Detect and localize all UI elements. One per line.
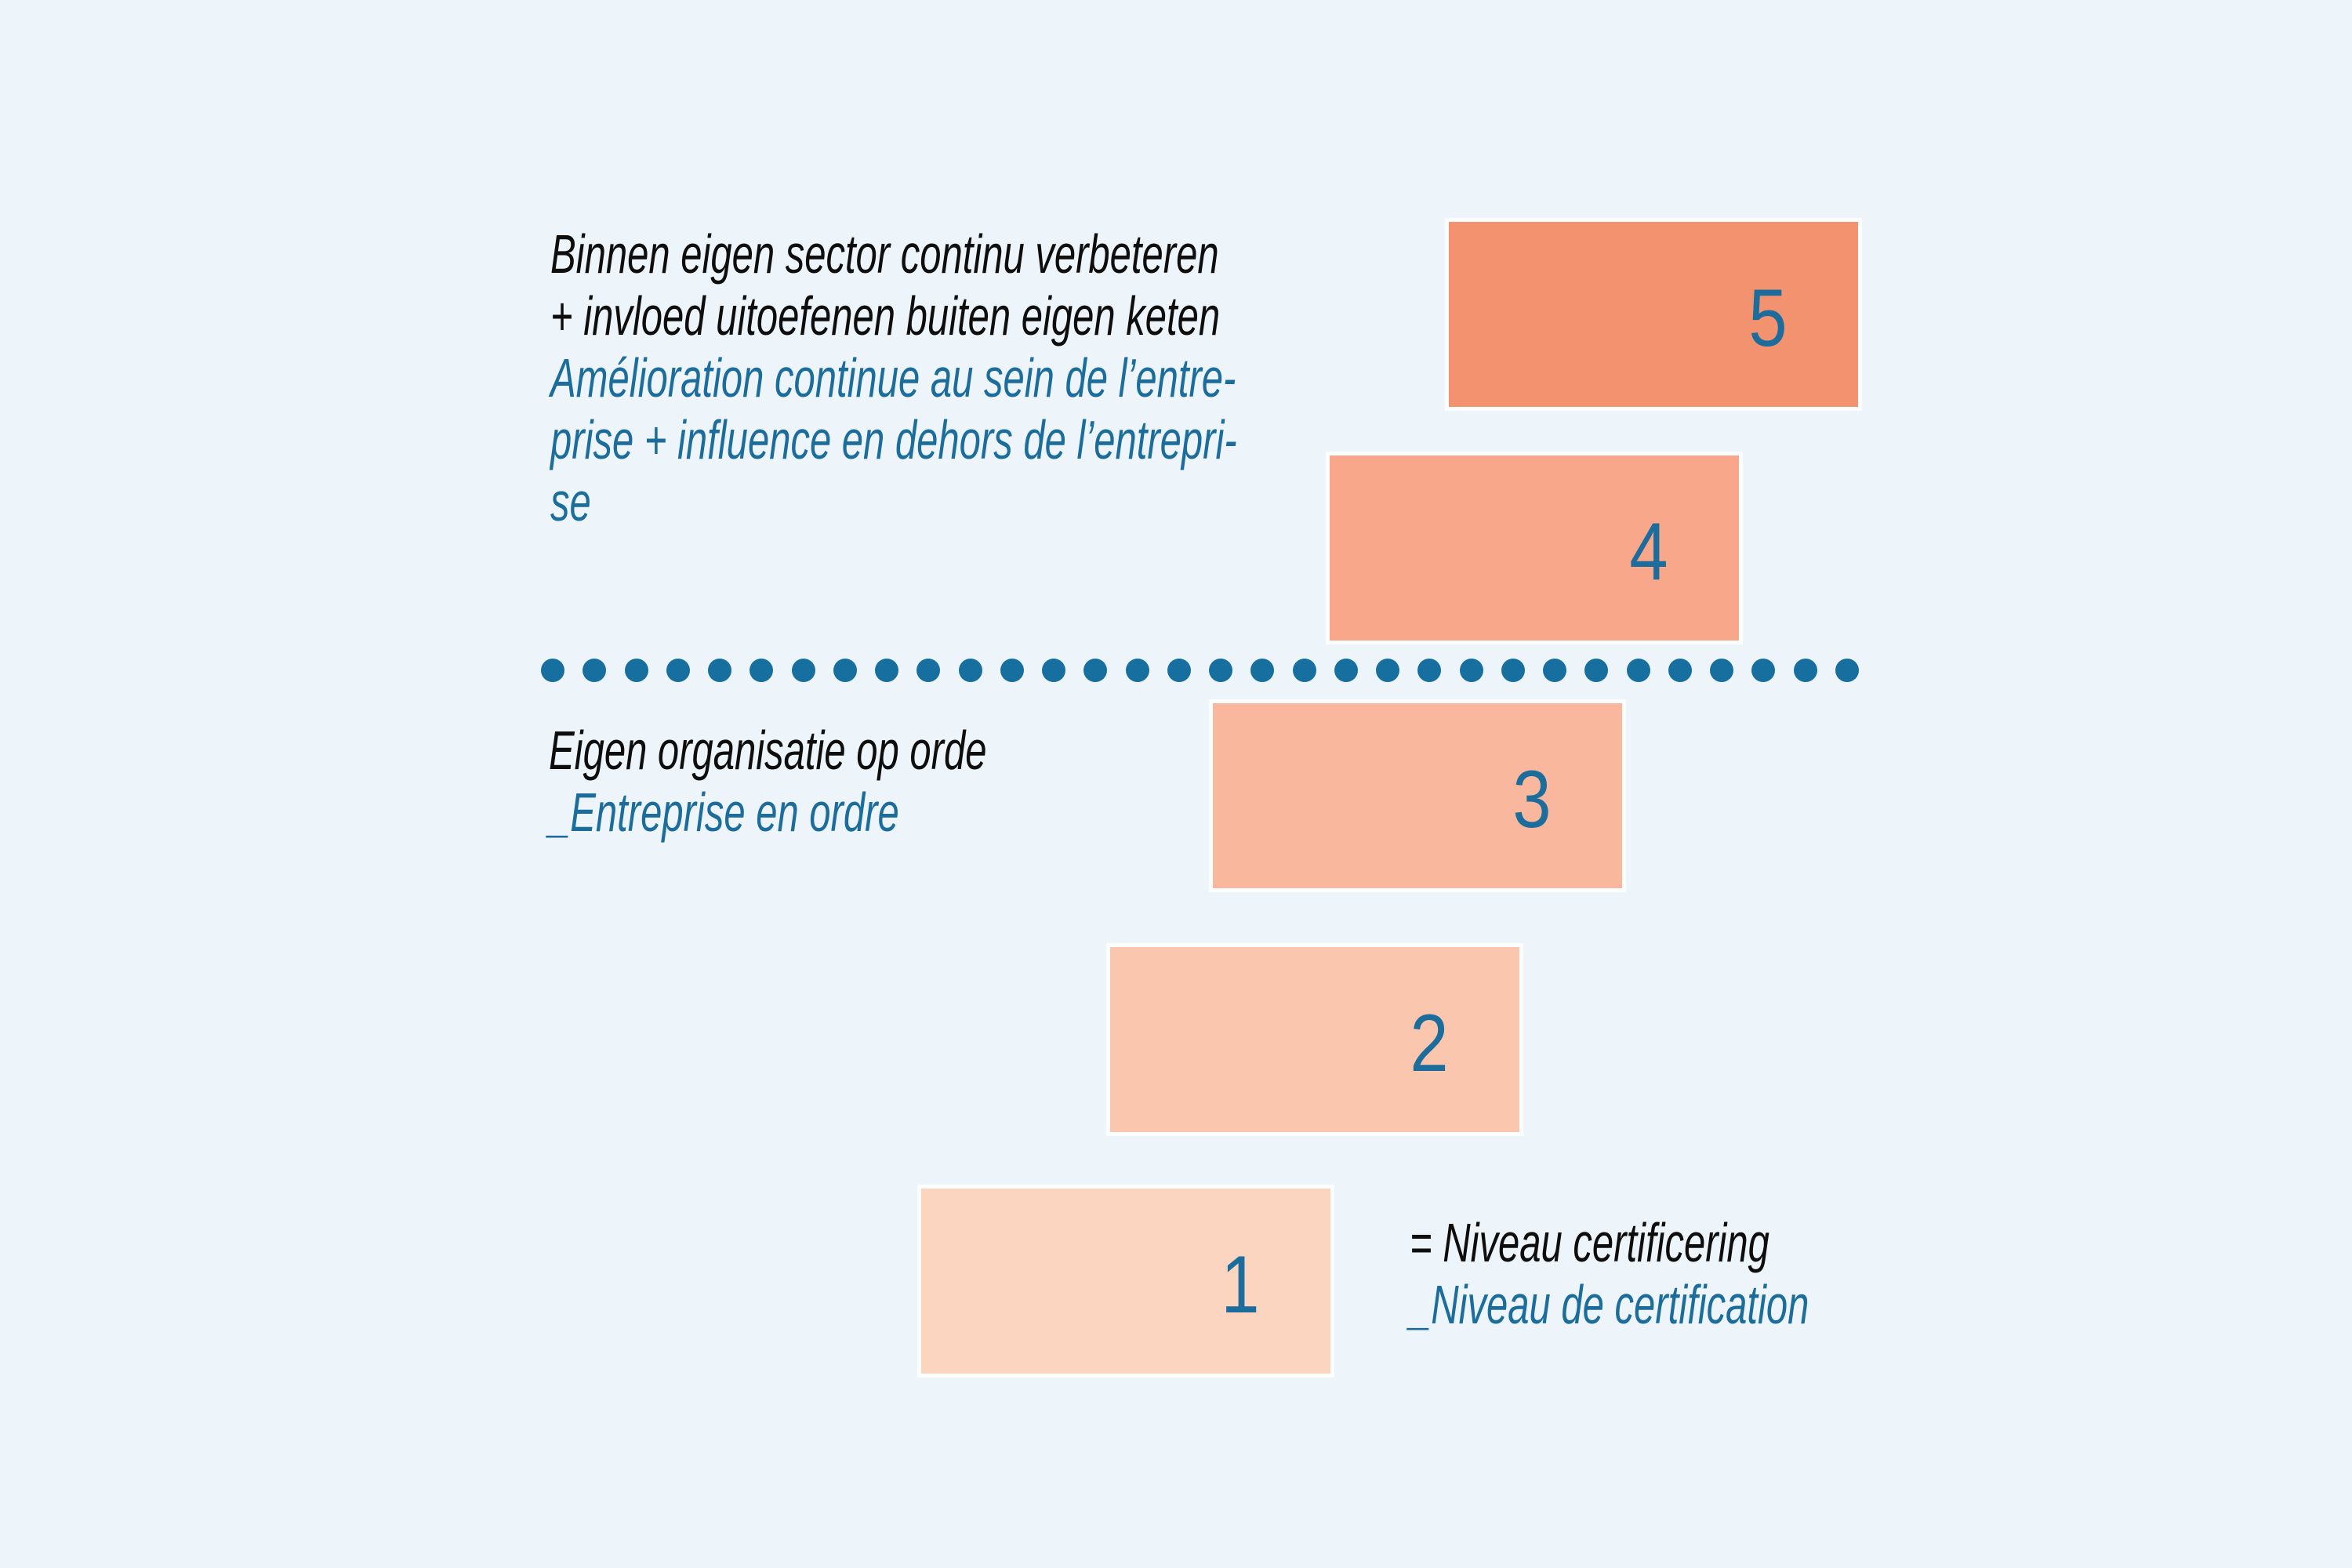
separator-dot: [958, 659, 982, 682]
caption-line: _Niveau de certification: [1410, 1274, 1980, 1336]
separator-dot: [1209, 659, 1232, 682]
caption-line: + invloed uitoefenen buiten eigen keten: [550, 285, 1531, 347]
caption-line: Binnen eigen sector continu verbeteren: [550, 223, 1531, 285]
level-number-5: 5: [1748, 272, 1788, 364]
caption-line: _Entreprise en ordre: [549, 782, 1174, 844]
separator-dot: [1543, 659, 1566, 682]
level-number-1: 1: [1221, 1239, 1260, 1330]
caption-line-text: se: [550, 471, 591, 532]
caption-line-text: Amélioration continue au sein de l’entre…: [550, 347, 1236, 408]
level-block-4: 4: [1330, 456, 1739, 641]
level-block-3: 3: [1213, 703, 1622, 888]
level-block-1: 1: [921, 1189, 1330, 1374]
separator-dot: [916, 659, 941, 682]
separator-dot: [1668, 659, 1692, 682]
dotted-separator-line: [541, 659, 1859, 682]
separator-dot: [1376, 659, 1399, 682]
caption-line: Eigen organisatie op orde: [549, 720, 1174, 782]
caption-line-text: Binnen eigen sector continu verbeteren: [550, 223, 1219, 285]
separator-dot: [1584, 659, 1609, 682]
caption-line-text: = Niveau certificering: [1410, 1212, 1769, 1273]
separator-dot: [1710, 659, 1733, 682]
separator-dot: [1250, 659, 1275, 682]
separator-dot: [1835, 659, 1859, 682]
caption-line-text: _Entreprise en ordre: [549, 782, 899, 843]
separator-dot: [1083, 659, 1108, 682]
separator-dot: [833, 659, 857, 682]
separator-dot: [1459, 659, 1483, 682]
separator-dot: [666, 659, 690, 682]
caption-line: = Niveau certificering: [1410, 1212, 1980, 1274]
caption-line: prise + influence en dehors de l’entrepr…: [550, 409, 1531, 471]
caption-line-text: Eigen organisatie op orde: [549, 720, 987, 781]
top-caption: Binnen eigen sector continu verbeteren +…: [550, 223, 1531, 533]
legend-caption: = Niveau certificering _Niveau de certif…: [1410, 1212, 1980, 1336]
caption-line-text: prise + influence en dehors de l’entrepr…: [550, 409, 1237, 470]
separator-dot: [875, 659, 898, 682]
separator-dot: [1334, 659, 1358, 682]
caption-line: Amélioration continue au sein de l’entre…: [550, 347, 1531, 409]
separator-dot: [1417, 659, 1442, 682]
separator-dot: [1751, 659, 1776, 682]
level-number-4: 4: [1629, 506, 1668, 597]
separator-dot: [1626, 659, 1650, 682]
caption-line: se: [550, 471, 1531, 533]
separator-dot: [1292, 659, 1316, 682]
caption-line-text: + invloed uitoefenen buiten eigen keten: [550, 285, 1221, 347]
separator-dot: [1501, 659, 1525, 682]
level-block-2: 2: [1110, 947, 1519, 1132]
separator-dot: [1793, 659, 1817, 682]
separator-dot: [541, 659, 564, 682]
separator-dot: [791, 659, 815, 682]
separator-dot: [583, 659, 607, 682]
level-block-5: 5: [1449, 222, 1858, 407]
separator-dot: [750, 659, 774, 682]
separator-dot: [708, 659, 731, 682]
mid-caption: Eigen organisatie op orde _Entreprise en…: [549, 720, 1174, 844]
separator-dot: [1167, 659, 1191, 682]
level-number-3: 3: [1512, 753, 1552, 845]
separator-dot: [1125, 659, 1149, 682]
separator-dot: [624, 659, 648, 682]
level-number-2: 2: [1410, 997, 1449, 1089]
separator-dot: [1042, 659, 1065, 682]
separator-dot: [1000, 659, 1024, 682]
caption-line-text: _Niveau de certification: [1410, 1274, 1809, 1335]
